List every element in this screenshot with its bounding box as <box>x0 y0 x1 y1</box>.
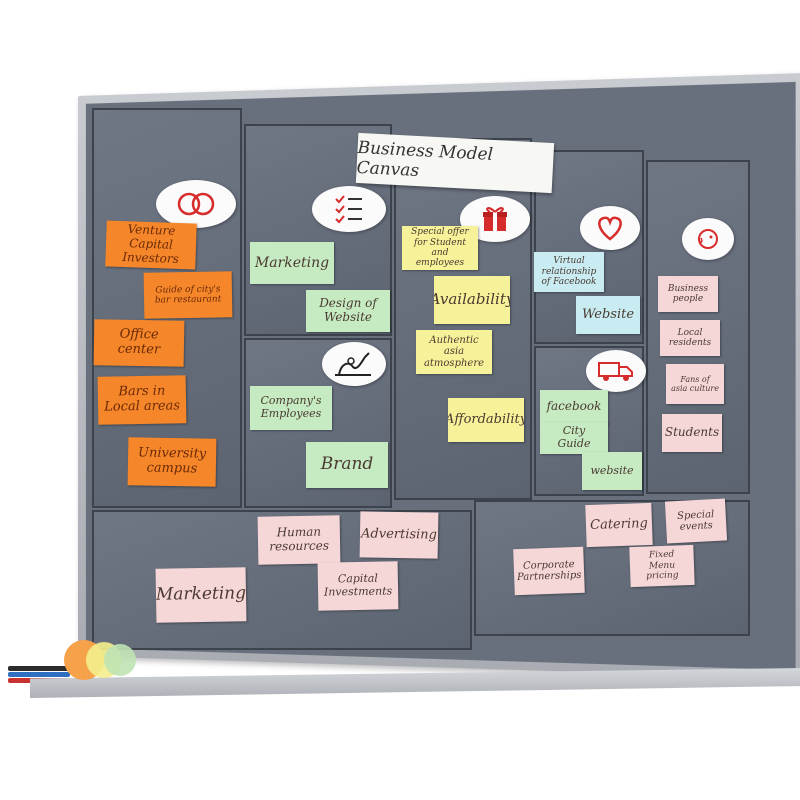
note-text: Special events <box>676 508 715 533</box>
note-text: Design of Website <box>319 296 377 324</box>
note-text: Fans of asia culture <box>671 374 719 393</box>
note-text: Venture Capital Investors <box>122 222 179 266</box>
note-text: Local residents <box>668 327 712 348</box>
note-facebook: facebook <box>540 390 608 424</box>
note-special-events: Special events <box>664 498 728 544</box>
note-guide-bars: Guide of city's bar restaurant <box>143 271 233 319</box>
note-special-offer: Special offer for Student and employees <box>402 226 478 270</box>
note-text: University campus <box>137 445 207 477</box>
note-text: Brand <box>320 454 374 475</box>
checklist-icon <box>312 186 386 232</box>
hand-writing-icon <box>322 342 386 386</box>
note-company-employees: Company's Employees <box>250 386 332 430</box>
disc-green <box>104 644 136 676</box>
marker-tray <box>30 668 800 698</box>
note-design-website: Design of Website <box>306 290 390 332</box>
note-authentic: Authentic asia atmosphere <box>416 330 492 374</box>
note-city-guide: City Guide <box>540 422 608 454</box>
note-text: Special offer for Student and employees <box>411 227 469 269</box>
note-text: Capital Investments <box>323 572 393 599</box>
note-fixed-menu: Fixed Menu pricing <box>629 544 695 588</box>
note-text: City Guide <box>557 424 591 450</box>
note-local-residents: Local residents <box>660 320 720 356</box>
heart-icon <box>580 206 640 250</box>
note-text: Fixed Menu pricing <box>645 550 679 582</box>
note-text: Advertising <box>360 525 438 543</box>
note-marketing-cost: Marketing <box>155 567 247 623</box>
note-text: Catering <box>589 515 649 533</box>
note-catering: Catering <box>585 502 653 548</box>
note-business-people: Business people <box>658 276 718 312</box>
note-venture-capital: Venture Capital Investors <box>105 220 197 270</box>
note-students: Students <box>662 414 722 452</box>
note-text: Bars in Local areas <box>104 383 181 415</box>
note-text: Students <box>664 425 720 440</box>
note-text: Availability <box>434 290 510 309</box>
note-fans-asia: Fans of asia culture <box>666 364 724 404</box>
note-availability: Availability <box>434 276 510 324</box>
note-virtual-relationship: Virtual relationship of Facebook <box>534 252 604 292</box>
note-text: Guide of city's bar restaurant <box>154 284 222 306</box>
note-text: facebook <box>546 399 602 414</box>
note-corporate-partnerships: Corporate Partnerships <box>513 546 585 596</box>
note-marketing-activity: Marketing <box>250 242 334 284</box>
note-university: University campus <box>127 437 217 487</box>
note-advertising: Advertising <box>359 511 439 559</box>
note-text: Company's Employees <box>260 394 322 420</box>
note-text: Human resources <box>269 524 330 554</box>
canvas-title-card: Business Model Canvas <box>355 132 555 194</box>
note-text: Marketing <box>254 254 330 271</box>
canvas-title: Business Model Canvas <box>356 137 494 182</box>
note-text: Website <box>581 306 635 322</box>
note-bars-local: Bars in Local areas <box>97 375 187 425</box>
note-text: Marketing <box>155 583 247 606</box>
note-text: Affordability <box>448 411 524 427</box>
note-text: Authentic asia atmosphere <box>423 334 485 369</box>
note-website-channel: website <box>582 452 642 490</box>
note-office-center: Office center <box>93 319 185 367</box>
note-text: Virtual relationship of Facebook <box>541 256 597 288</box>
note-text: Corporate Partnerships <box>516 558 582 584</box>
note-affordability: Affordability <box>448 398 524 442</box>
rings-icon <box>156 180 236 228</box>
note-capital-investments: Capital Investments <box>317 561 399 611</box>
marker-black <box>8 666 70 671</box>
face-icon <box>682 218 734 260</box>
note-website-relationship: Website <box>576 296 640 334</box>
note-text: Office center <box>117 326 161 358</box>
truck-icon <box>586 350 646 392</box>
marker-blue <box>8 672 70 677</box>
note-text: website <box>590 463 634 477</box>
note-human-resources: Human resources <box>257 515 341 565</box>
note-text: Business people <box>667 283 709 304</box>
note-brand: Brand <box>306 442 388 488</box>
